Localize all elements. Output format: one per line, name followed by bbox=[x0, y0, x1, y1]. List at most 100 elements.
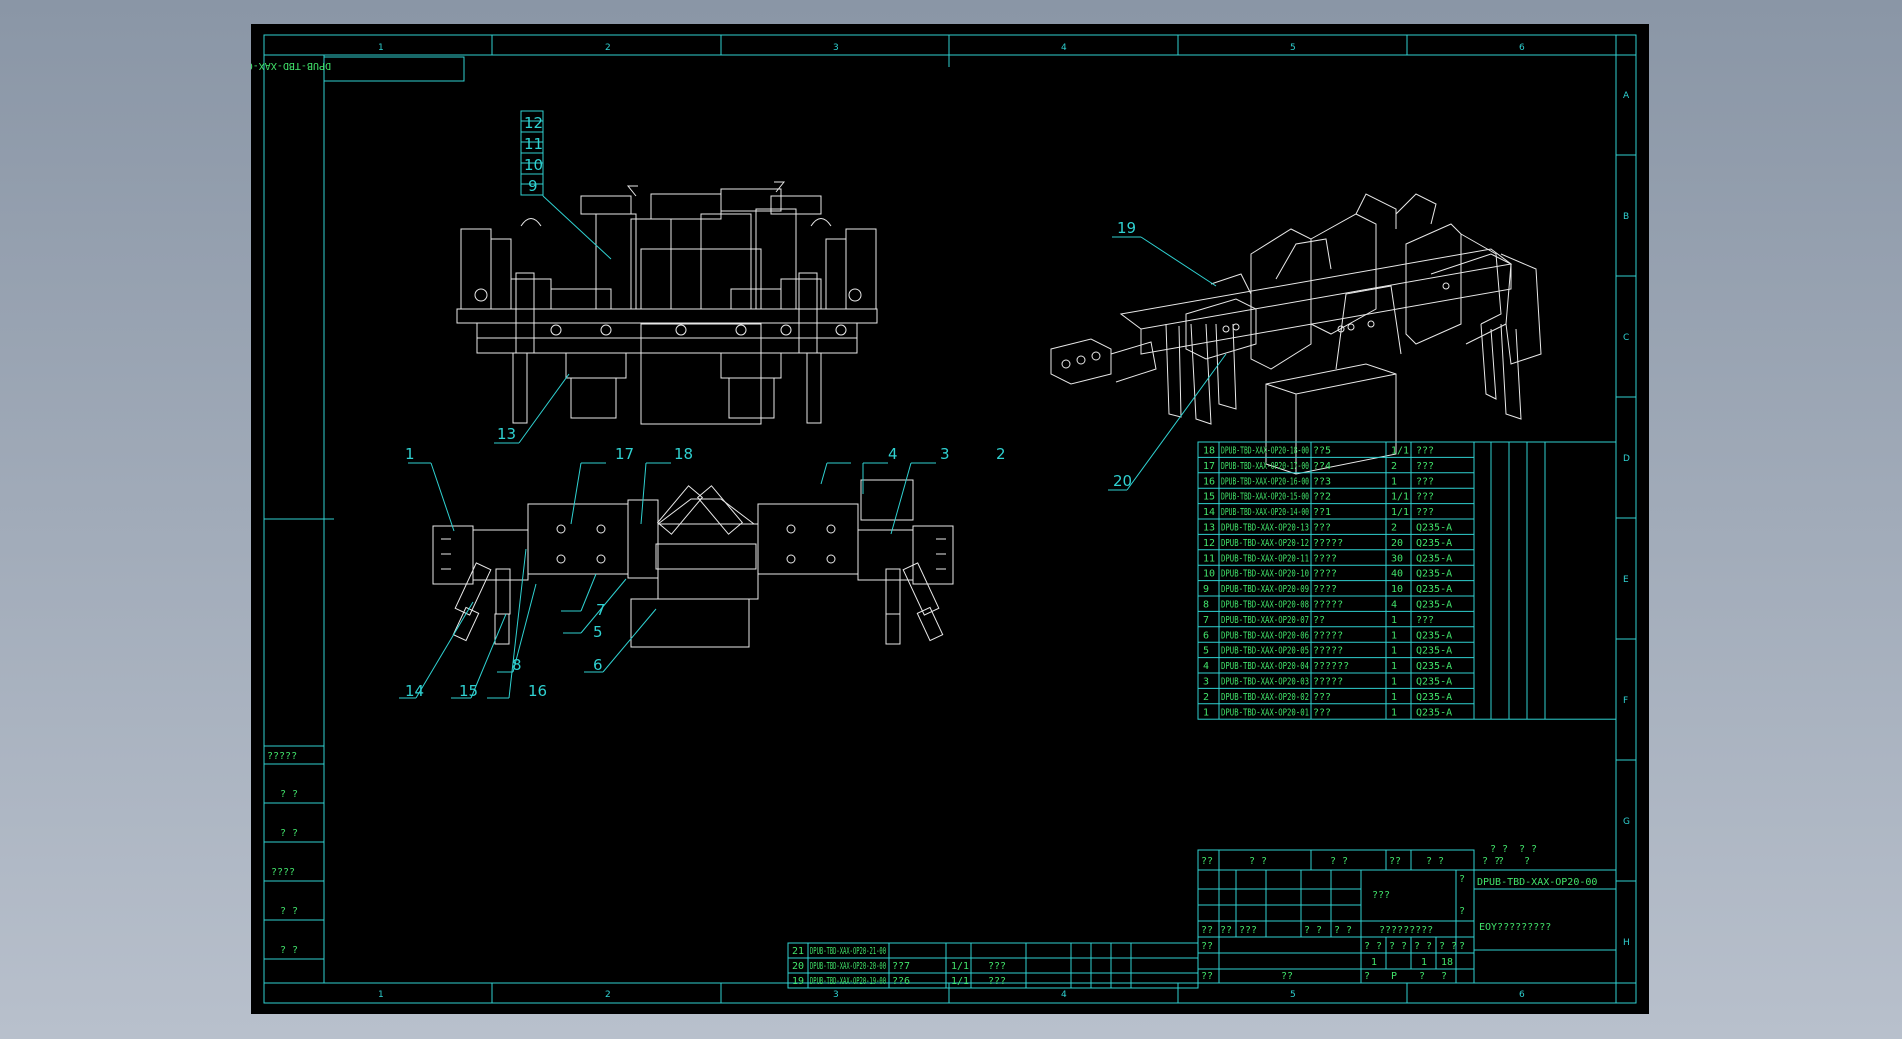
bom-header-note: ? ? bbox=[1482, 856, 1500, 867]
bom-code: DPUB-TBD-XAX-OP20-21-00 bbox=[810, 946, 886, 957]
tb-r4-4: ? bbox=[1419, 971, 1425, 982]
bom-material: Q235-A bbox=[1416, 646, 1452, 657]
bom-code: DPUB-TBD-XAX-OP20-10 bbox=[1221, 569, 1309, 580]
bom-qty: 1 bbox=[1391, 707, 1397, 718]
tb-r1-2: ??? bbox=[1239, 925, 1257, 936]
balloon-10: 10 bbox=[524, 156, 543, 174]
zone-col-top-3: 3 bbox=[833, 43, 839, 53]
drawing-code-rotated: DPUB-TBD-XAX-OP20-00 bbox=[251, 60, 331, 71]
bom-material: Q235-A bbox=[1416, 630, 1452, 641]
bom-side-header-4: ? bbox=[1524, 856, 1530, 867]
bom-code: DPUB-TBD-XAX-OP20-13 bbox=[1221, 523, 1309, 534]
tb-side-0: ? bbox=[1459, 874, 1465, 885]
bom-code: DPUB-TBD-XAX-OP20-11 bbox=[1221, 553, 1309, 564]
balloon-13: 13 bbox=[497, 425, 516, 443]
tb-r1-4: ? ? bbox=[1334, 925, 1352, 936]
bom-code: DPUB-TBD-XAX-OP20-17-00 bbox=[1221, 461, 1309, 472]
bom-material: ??? bbox=[988, 961, 1006, 972]
zone-row-G: G bbox=[1623, 817, 1630, 827]
bom-no: 20 bbox=[792, 961, 804, 972]
bom-material: ??? bbox=[1416, 507, 1434, 518]
zone-dividers bbox=[264, 35, 1636, 1003]
zone-col-bottom-6: 6 bbox=[1519, 990, 1525, 1000]
bom-material: Q235-A bbox=[1416, 661, 1452, 672]
bom-name: ??? bbox=[1313, 692, 1331, 703]
bom-side-header-1: ? ? bbox=[1490, 844, 1508, 855]
bom-code: DPUB-TBD-XAX-OP20-09 bbox=[1221, 584, 1309, 595]
bom-qty: 1 bbox=[1391, 692, 1397, 703]
bom-no: 2 bbox=[1203, 692, 1209, 703]
bom-name: ??1 bbox=[1313, 507, 1331, 518]
bom-name: ????? bbox=[1313, 646, 1343, 657]
bom-name: ????? bbox=[1313, 630, 1343, 641]
side-strip bbox=[263, 745, 325, 984]
bom-code: DPUB-TBD-XAX-OP20-03 bbox=[1221, 677, 1309, 688]
bom-material: ??? bbox=[1416, 492, 1434, 503]
balloon-16: 16 bbox=[528, 682, 547, 700]
tb-side-1: ? bbox=[1459, 906, 1465, 917]
balloon-15: 15 bbox=[459, 682, 478, 700]
zone-row-F: F bbox=[1623, 696, 1628, 706]
bom-code: DPUB-TBD-XAX-OP20-07 bbox=[1221, 615, 1309, 626]
tb-r1-1: ?? bbox=[1220, 925, 1232, 936]
balloon-4: 4 bbox=[888, 445, 898, 463]
bom-name: ??2 bbox=[1313, 492, 1331, 503]
balloon-5: 5 bbox=[593, 623, 603, 641]
balloon-19: 19 bbox=[1117, 219, 1136, 237]
bom-qty: 40 bbox=[1391, 569, 1403, 580]
zone-col-top-1: 1 bbox=[378, 43, 384, 53]
bom-header-code: ? ? bbox=[1249, 856, 1267, 867]
bom-no: 1 bbox=[1203, 707, 1209, 718]
bom-name: ??? bbox=[1313, 523, 1331, 534]
tb-r2-1: ? ? bbox=[1364, 941, 1382, 952]
balloon-7: 7 bbox=[596, 601, 606, 619]
bom-material: Q235-A bbox=[1416, 538, 1452, 549]
bom-qty: 2 bbox=[1391, 523, 1397, 534]
bom-code: DPUB-TBD-XAX-OP20-18-00 bbox=[1221, 446, 1309, 457]
title-unknown: ??? bbox=[1372, 890, 1390, 901]
bom-code: DPUB-TBD-XAX-OP20-12 bbox=[1221, 538, 1309, 549]
tb-r2-3: ? ? bbox=[1414, 941, 1432, 952]
bom-material: ??? bbox=[1416, 461, 1434, 472]
zone-col-bottom-4: 4 bbox=[1061, 990, 1067, 1000]
side-label-1: ????? bbox=[267, 751, 297, 762]
balloon-9: 9 bbox=[528, 177, 538, 195]
side-label-2: ? ? bbox=[280, 789, 298, 800]
bom-name: ??5 bbox=[1313, 446, 1331, 457]
tb-r2-4: ? ? bbox=[1439, 941, 1457, 952]
bom-table-grid bbox=[1197, 441, 1617, 720]
bom-code: DPUB-TBD-XAX-OP20-20-00 bbox=[810, 961, 886, 972]
bom-no: 12 bbox=[1203, 538, 1215, 549]
bom-qty: 1/1 bbox=[1391, 492, 1409, 503]
bom-material: ??? bbox=[1416, 476, 1434, 487]
balloon-3: 3 bbox=[940, 445, 950, 463]
bom-no: 19 bbox=[792, 976, 804, 987]
zone-col-top-2: 2 bbox=[605, 43, 611, 53]
bom-no: 7 bbox=[1203, 615, 1209, 626]
title-note: EOY????????? bbox=[1479, 922, 1551, 933]
bom-name: ??6 bbox=[892, 976, 910, 987]
bom-code: DPUB-TBD-XAX-OP20-02 bbox=[1221, 692, 1309, 703]
bom-qty: 1 bbox=[1391, 661, 1397, 672]
plan-view bbox=[432, 479, 954, 648]
zone-row-C: C bbox=[1623, 333, 1629, 343]
leader-lines bbox=[399, 112, 1227, 699]
bom-qty: 4 bbox=[1391, 600, 1397, 611]
bom-material: ??? bbox=[1416, 615, 1434, 626]
bom-name: ?? bbox=[1313, 615, 1325, 626]
zone-row-H: H bbox=[1623, 938, 1630, 948]
zone-col-top-6: 6 bbox=[1519, 43, 1525, 53]
bom-qty: 1/1 bbox=[951, 961, 969, 972]
bom-name: ????? bbox=[1313, 600, 1343, 611]
bom-qty: 1 bbox=[1391, 677, 1397, 688]
